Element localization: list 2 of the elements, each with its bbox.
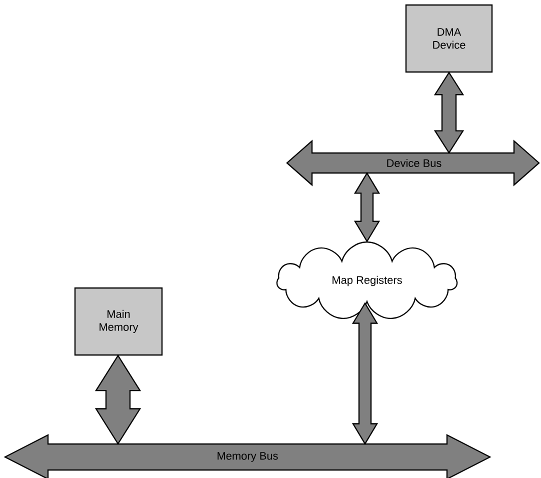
device-box: DMA Device (405, 4, 493, 73)
device-box: Main Memory (74, 287, 163, 356)
